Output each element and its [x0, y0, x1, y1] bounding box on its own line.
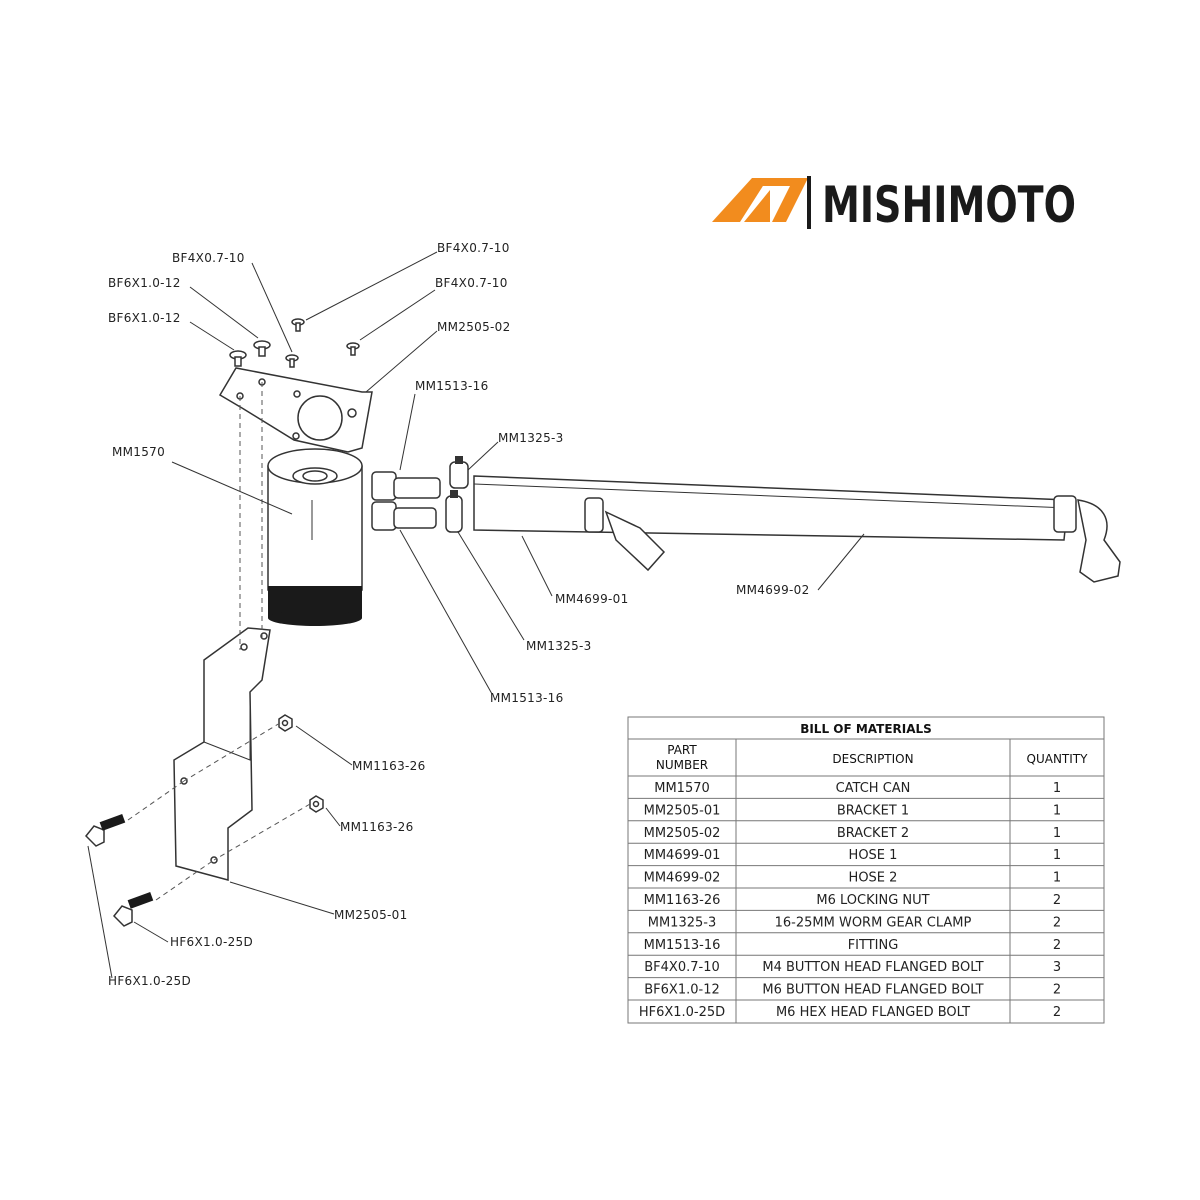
- bom-row: MM4699-01 HOSE 1 1: [644, 848, 1062, 863]
- bom-cell-description: M4 BUTTON HEAD FLANGED BOLT: [762, 960, 983, 975]
- brand-name: MISHIMOTO: [822, 176, 1076, 234]
- callout-hf6-a: HF6X1.0-25D: [170, 935, 253, 949]
- bom-cell-part: MM2505-02: [644, 826, 721, 841]
- clamp-lower: [445, 490, 463, 533]
- bom-cell-part: MM1513-16: [644, 938, 721, 953]
- fitting-lower: [371, 501, 437, 531]
- mishimoto-m-logo-icon: [712, 178, 808, 222]
- bom-cell-quantity: 3: [1053, 960, 1061, 975]
- bolt-bf4-b: [291, 318, 305, 332]
- bom-cell-description: M6 LOCKING NUT: [816, 893, 929, 908]
- bom-cell-description: FITTING: [848, 938, 899, 953]
- bom-cell-quantity: 2: [1053, 983, 1061, 998]
- bom-cell-quantity: 1: [1053, 871, 1061, 886]
- bom-cell-part: MM2505-01: [644, 803, 721, 818]
- bom-cell-description: BRACKET 2: [837, 826, 909, 841]
- bolt-bf4-a: [285, 354, 299, 368]
- hose-assembly: [473, 475, 1121, 583]
- assembly-guide-lines: [127, 382, 311, 901]
- nut-upper: [278, 714, 293, 732]
- bom-cell-part: MM1163-26: [644, 893, 721, 908]
- callout-mm1570: MM1570: [112, 445, 165, 459]
- bom-cell-description: M6 BUTTON HEAD FLANGED BOLT: [762, 983, 983, 998]
- bom-cell-description: M6 HEX HEAD FLANGED BOLT: [776, 1005, 970, 1020]
- bom-cell-part: BF4X0.7-10: [644, 960, 719, 975]
- logo-divider: [807, 176, 811, 229]
- bom-cell-quantity: 2: [1053, 938, 1061, 953]
- callout-bf4-b: BF4X0.7-10: [437, 241, 510, 255]
- bom-cell-part: HF6X1.0-25D: [639, 1005, 725, 1020]
- bom-cell-part: MM1325-3: [648, 915, 716, 930]
- bom-row: MM1570 CATCH CAN 1: [654, 781, 1061, 796]
- fitting-upper: [371, 471, 441, 501]
- leader-lines: [87, 251, 865, 979]
- callout-mm4699-02: MM4699-02: [736, 583, 810, 597]
- bom-row: MM1163-26 M6 LOCKING NUT 2: [644, 893, 1062, 908]
- brand-logo: MISHIMOTO: [712, 176, 1076, 234]
- callout-mm1163-26-a: MM1163-26: [352, 759, 426, 773]
- callout-bf4-a: BF4X0.7-10: [172, 251, 245, 265]
- nut-lower: [309, 795, 324, 813]
- callout-mm1325-3-bottom: MM1325-3: [526, 639, 592, 653]
- bracket-1: [173, 627, 271, 881]
- hex-bolt-upper: [84, 814, 126, 847]
- bom-cell-quantity: 1: [1053, 848, 1061, 863]
- bom-header-description: DESCRIPTION: [832, 752, 913, 766]
- bom-header-part-line1: PART: [667, 743, 697, 757]
- catch-can: [267, 448, 363, 626]
- bom-cell-part: MM4699-01: [644, 848, 721, 863]
- bom-cell-quantity: 1: [1053, 803, 1061, 818]
- bom-row: MM4699-02 HOSE 2 1: [644, 871, 1062, 886]
- callout-hf6-b: HF6X1.0-25D: [108, 974, 191, 988]
- clamp-upper: [449, 456, 469, 489]
- bolt-bf6-a: [229, 350, 247, 367]
- bom-cell-description: 16-25MM WORM GEAR CLAMP: [775, 915, 972, 930]
- callout-mm4699-01: MM4699-01: [555, 592, 629, 606]
- callout-mm1513-16-top: MM1513-16: [415, 379, 489, 393]
- bom-header-quantity: QUANTITY: [1027, 752, 1089, 766]
- bom-cell-quantity: 2: [1053, 893, 1061, 908]
- bom-title: BILL OF MATERIALS: [800, 722, 932, 736]
- callout-mm1163-26-b: MM1163-26: [340, 820, 414, 834]
- bracket-2: [218, 367, 373, 453]
- bom-cell-quantity: 1: [1053, 826, 1061, 841]
- callout-mm1513-16-bottom: MM1513-16: [490, 691, 564, 705]
- hex-bolt-lower: [112, 892, 154, 927]
- bolt-bf4-c: [346, 342, 360, 356]
- callout-mm1325-3-top: MM1325-3: [498, 431, 564, 445]
- bom-cell-description: CATCH CAN: [836, 781, 911, 796]
- bom-row: MM1513-16 FITTING 2: [644, 938, 1062, 953]
- bom-cell-quantity: 2: [1053, 1005, 1061, 1020]
- bom-cell-description: HOSE 1: [849, 848, 898, 863]
- bom-cell-part: MM4699-02: [644, 871, 721, 886]
- bom-row: MM2505-01 BRACKET 1 1: [644, 803, 1062, 818]
- bom-row: BF6X1.0-12 M6 BUTTON HEAD FLANGED BOLT 2: [644, 983, 1061, 998]
- bom-row: MM1325-3 16-25MM WORM GEAR CLAMP 2: [648, 915, 1061, 930]
- bolt-bf6-b: [253, 340, 271, 357]
- bom-cell-description: BRACKET 1: [837, 803, 909, 818]
- bom-row: BF4X0.7-10 M4 BUTTON HEAD FLANGED BOLT 3: [644, 960, 1061, 975]
- bom-row: HF6X1.0-25D M6 HEX HEAD FLANGED BOLT 2: [639, 1005, 1061, 1020]
- callout-mm2505-01: MM2505-01: [334, 908, 408, 922]
- bom-row: MM2505-02 BRACKET 2 1: [644, 826, 1062, 841]
- bom-cell-quantity: 2: [1053, 915, 1061, 930]
- callout-mm2505-02: MM2505-02: [437, 320, 511, 334]
- bom-row-lines: [628, 797, 1104, 1001]
- bom-cell-part: MM1570: [654, 781, 710, 796]
- bom-cell-quantity: 1: [1053, 781, 1061, 796]
- bill-of-materials-table: BILL OF MATERIALS PART NUMBER DESCRIPTIO…: [627, 716, 1105, 1024]
- callout-bf4-c: BF4X0.7-10: [435, 276, 508, 290]
- bom-header-part-line2: NUMBER: [656, 758, 708, 772]
- bom-cell-part: BF6X1.0-12: [644, 983, 719, 998]
- callout-bf6-b: BF6X1.0-12: [108, 311, 181, 325]
- callout-bf6-a: BF6X1.0-12: [108, 276, 181, 290]
- bom-cell-description: HOSE 2: [849, 871, 898, 886]
